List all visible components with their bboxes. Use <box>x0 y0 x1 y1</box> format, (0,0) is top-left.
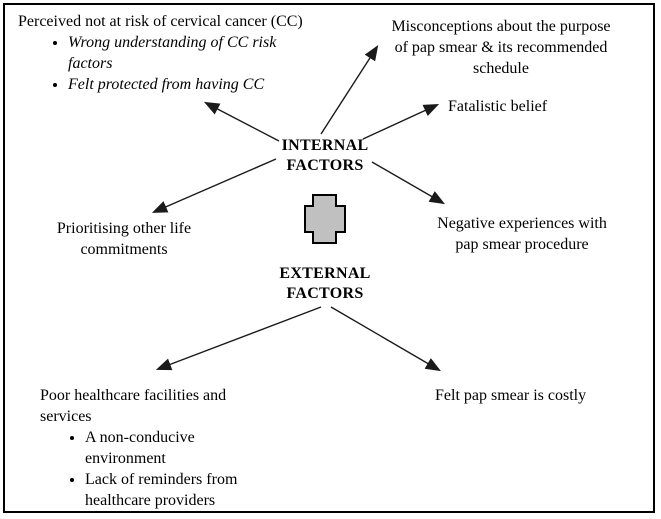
node-fatalistic-belief: Fatalistic belief <box>448 98 548 115</box>
node-perceived-risk: Perceived not at risk of cervical cancer… <box>18 11 326 95</box>
hub-external-factors: EXTERNAL FACTORS <box>279 265 371 302</box>
perceived-risk-title: Perceived not at risk of cervical cancer… <box>18 13 303 30</box>
node-misconceptions: Misconceptions about the purpose of pap … <box>391 18 611 77</box>
node-prioritising: Prioritising other life commitments <box>56 220 192 258</box>
node-negative-experiences: Negative experiences with pap smear proc… <box>437 215 607 253</box>
bullet-item: Wrong understanding of CC risk factors <box>68 32 313 74</box>
diagram-border <box>3 3 655 513</box>
bullet-item: Felt protected from having CC <box>68 74 313 95</box>
bullet-item: A non-conducive environment <box>85 427 240 469</box>
hub-internal-factors: INTERNAL FACTORS <box>281 137 369 174</box>
node-poor-facilities: Poor healthcare facilities and services … <box>40 385 240 511</box>
poor-facilities-title: Poor healthcare facilities and services <box>40 387 227 425</box>
perceived-risk-bullets: Wrong understanding of CC risk factors F… <box>18 32 313 95</box>
bullet-item: Lack of reminders from healthcare provid… <box>85 469 240 511</box>
poor-facilities-bullets: A non-conducive environment Lack of remi… <box>40 427 240 511</box>
node-costly: Felt pap smear is costly <box>435 387 587 404</box>
